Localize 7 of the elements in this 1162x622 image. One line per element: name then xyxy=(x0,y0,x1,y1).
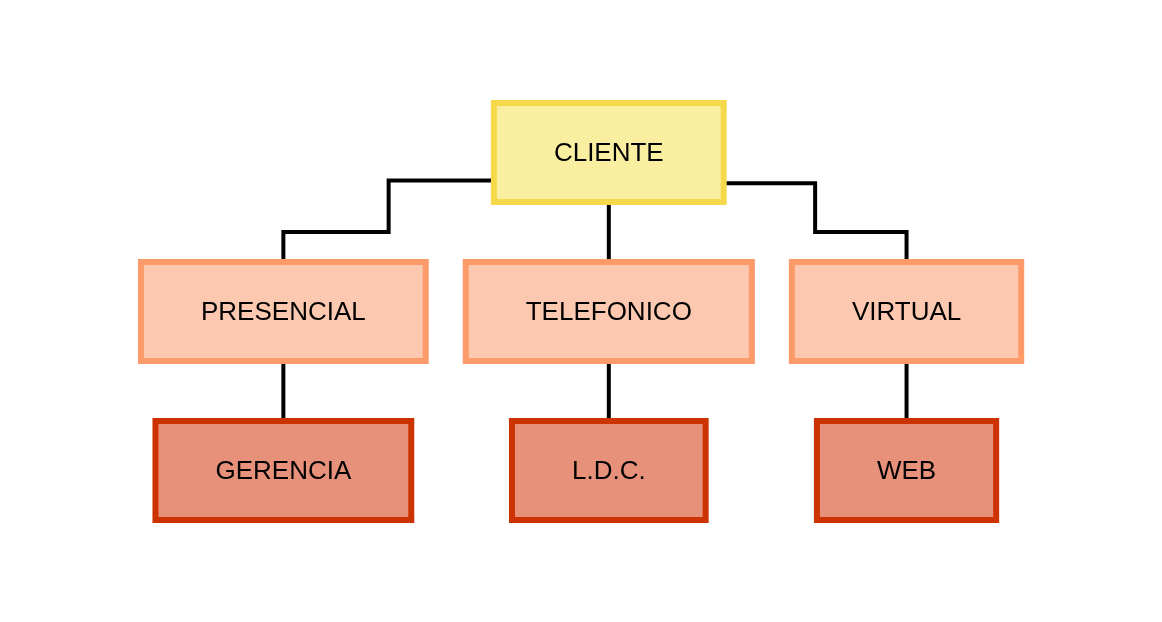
node-box: PRESENCIAL xyxy=(137,258,429,364)
node-box: TELEFONICO xyxy=(462,258,755,364)
node-box: GERENCIA xyxy=(152,417,415,523)
node-box: CLIENTE xyxy=(490,99,727,205)
node-box: WEB xyxy=(813,417,1000,523)
node-box: L.D.C. xyxy=(508,417,709,523)
node-box: VIRTUAL xyxy=(788,258,1025,364)
